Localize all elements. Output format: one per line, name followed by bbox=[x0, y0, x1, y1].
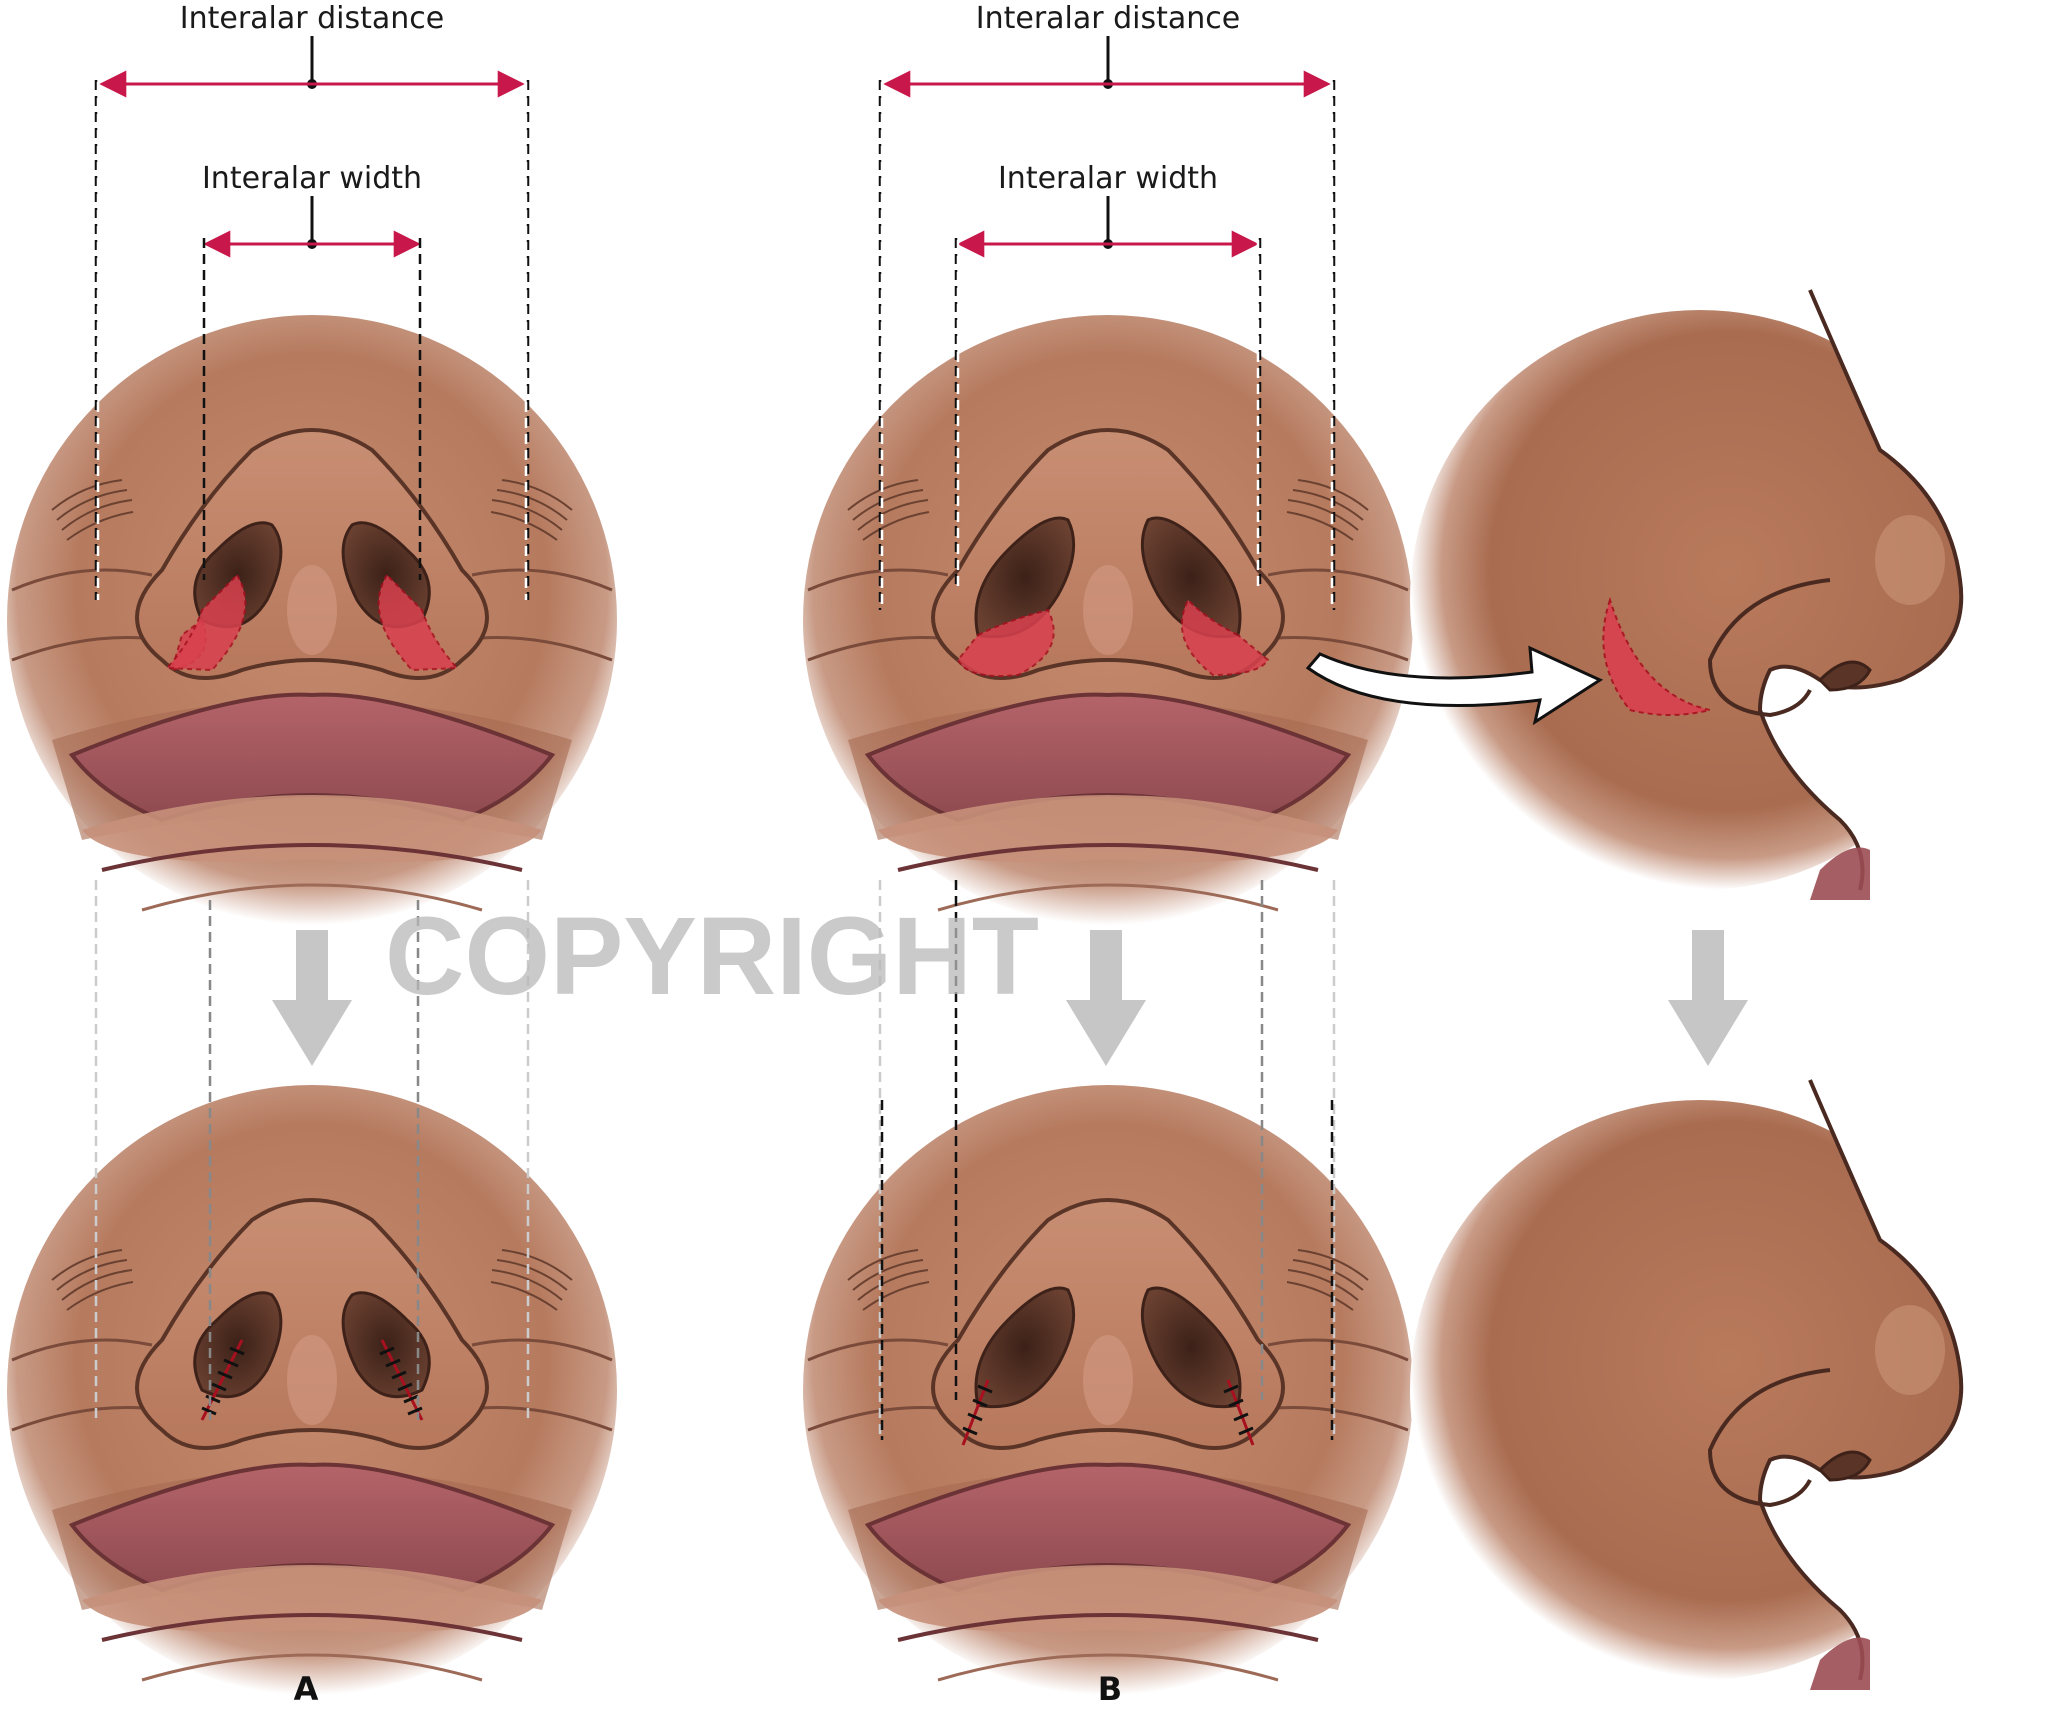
lateral-view-after bbox=[1408, 1078, 2002, 1702]
basal-view-after-b bbox=[801, 1083, 1415, 1697]
panel-b: Interalar distance Interalar width bbox=[801, 1, 1415, 1708]
basal-view-before-a bbox=[5, 313, 619, 927]
lateral-view-before bbox=[1408, 288, 2002, 912]
excision-left-b bbox=[956, 608, 1055, 677]
reference-lines-b bbox=[878, 80, 1336, 1440]
excision-right-b bbox=[1180, 598, 1270, 677]
interalar-width-label-b: Interalar width bbox=[998, 161, 1218, 196]
down-arrow-icon bbox=[272, 930, 352, 1066]
panel-lateral bbox=[1408, 288, 2002, 1702]
curved-arrow-icon bbox=[1305, 645, 1604, 726]
excision-medial-right-a bbox=[377, 573, 460, 672]
down-arrow-icon bbox=[1668, 930, 1748, 1066]
down-arrow-icon bbox=[1066, 930, 1146, 1066]
basal-view-after-a bbox=[5, 1083, 619, 1697]
excision-lateral bbox=[1602, 596, 1711, 716]
interalar-distance-label-b: Interalar distance bbox=[976, 1, 1241, 36]
panel-label-a: A bbox=[294, 1670, 319, 1708]
copyright-watermark: COPYRIGHT bbox=[385, 895, 1039, 1018]
interalar-width-label-a: Interalar width bbox=[202, 161, 422, 196]
basal-view-before-b bbox=[801, 313, 1415, 927]
reference-lines-a bbox=[94, 80, 530, 1420]
panel-a: Interalar distance Interalar width bbox=[5, 1, 619, 1708]
sutures-b bbox=[961, 1379, 1255, 1446]
panel-label-b: B bbox=[1098, 1670, 1122, 1708]
excision-medial-left-a bbox=[164, 573, 247, 672]
interalar-distance-label-a: Interalar distance bbox=[180, 1, 445, 36]
sutures-a bbox=[200, 1339, 424, 1421]
